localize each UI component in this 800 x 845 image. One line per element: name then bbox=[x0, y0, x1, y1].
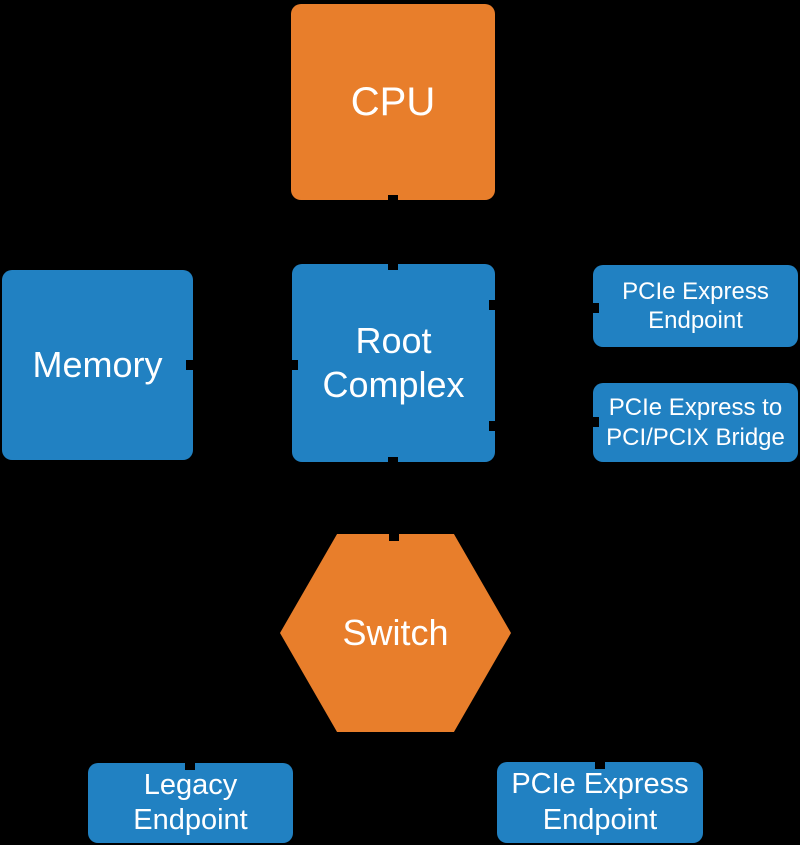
node-root-complex: Root Complex bbox=[292, 264, 495, 462]
pcie-express-to-pci-pcix-bridge-label: PCIe Express to PCI/PCIX Bridge bbox=[606, 394, 785, 451]
memory-label: Memory bbox=[32, 344, 163, 386]
node-legacy-endpoint: Legacy Endpoint bbox=[88, 763, 293, 843]
pcie-express-endpoint-bottom-label: PCIe Express Endpoint bbox=[511, 768, 689, 836]
node-pcie-express-to-pci-pcix-bridge: PCIe Express to PCI/PCIX Bridge bbox=[593, 383, 798, 462]
cpu-label: CPU bbox=[350, 79, 436, 124]
node-switch-hexagon: Switch bbox=[280, 534, 511, 732]
pcie-express-endpoint-right-label: PCIe Express Endpoint bbox=[622, 277, 769, 334]
node-pcie-express-endpoint-right: PCIe Express Endpoint bbox=[593, 265, 798, 347]
connector-stub bbox=[186, 360, 195, 370]
connector-stub bbox=[590, 303, 599, 313]
connector-stub bbox=[388, 261, 398, 270]
legacy-endpoint-label: Legacy Endpoint bbox=[133, 768, 248, 836]
connector-stub bbox=[590, 417, 599, 427]
connector-stub bbox=[289, 360, 298, 370]
node-pcie-express-endpoint-bottom: PCIe Express Endpoint bbox=[497, 762, 703, 843]
root-complex-label: Root Complex bbox=[322, 320, 465, 405]
switch-label: Switch bbox=[342, 612, 449, 654]
connector-stub bbox=[185, 762, 195, 770]
connector-stub bbox=[595, 761, 605, 769]
connector-stub bbox=[489, 421, 498, 431]
node-cpu: CPU bbox=[291, 4, 495, 200]
connector-stub bbox=[388, 457, 398, 466]
connector-stub bbox=[389, 533, 399, 541]
connector-stub bbox=[388, 195, 398, 204]
connector-stub bbox=[489, 300, 498, 310]
node-memory: Memory bbox=[2, 270, 193, 460]
